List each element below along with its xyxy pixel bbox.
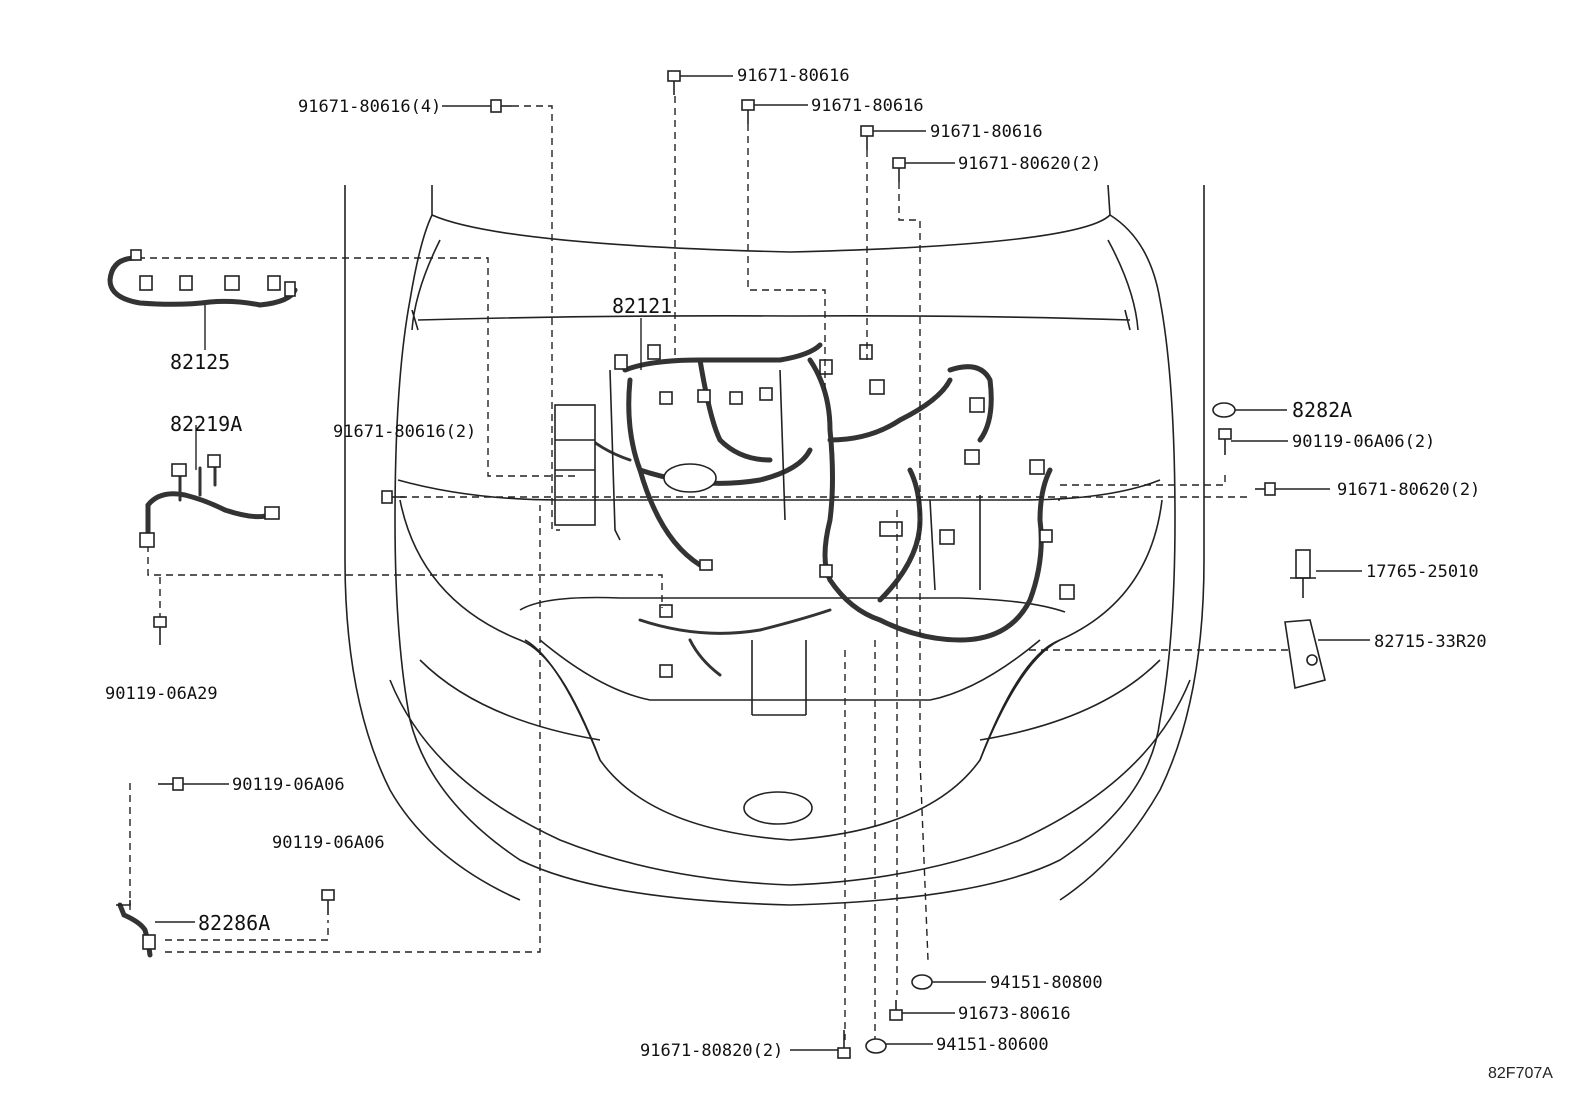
sub-harness-82125 (107, 249, 298, 350)
callout-90119-06A06-2: 90119-06A06(2) (1292, 432, 1435, 452)
callout-leaders (183, 75, 1370, 1051)
callout-82125: 82125 (170, 350, 230, 374)
callout-91671-80620-2-right: 91671-80620(2) (1337, 480, 1480, 500)
callout-91671-80616-top: 91671-80616 (737, 66, 850, 86)
bolt-icon (490, 99, 512, 113)
callout-82121: 82121 (612, 294, 672, 318)
bracket-icon (1284, 619, 1326, 690)
vehicle-body-outline (344, 184, 1205, 906)
bolt-icon (837, 1030, 851, 1059)
callout-91673-80616: 91673-80616 (958, 1004, 1071, 1024)
callout-91671-80616-2: 91671-80616(2) (333, 422, 476, 442)
callout-91671-80820-2: 91671-80820(2) (640, 1041, 783, 1061)
bolt-icon (1218, 428, 1232, 455)
callout-90119-06A06-lower: 90119-06A06 (272, 833, 385, 853)
engine-room-main-harness (554, 342, 1075, 678)
callout-82286A: 82286A (198, 911, 270, 935)
callout-91671-80616-4: 91671-80616(4) (298, 97, 441, 117)
callout-82715-33R20: 82715-33R20 (1374, 632, 1487, 652)
callout-labels: 91671-80616 91671-80616 91671-80616 9167… (105, 66, 1553, 1082)
callout-90119-06A06-upper: 90119-06A06 (232, 775, 345, 795)
bolt-icon (892, 157, 906, 182)
bolt-icon (889, 1000, 903, 1021)
callout-82219A: 82219A (170, 412, 242, 436)
callout-8282A: 8282A (1292, 398, 1352, 422)
callout-91671-80616-third: 91671-80616 (930, 122, 1043, 142)
callout-91671-80620-2-top: 91671-80620(2) (958, 154, 1101, 174)
bolt-icon (860, 125, 874, 150)
bolt-icon (153, 616, 167, 645)
callout-91671-80616-second: 91671-80616 (811, 96, 924, 116)
callout-94151-80800: 94151-80800 (990, 973, 1103, 993)
diagram-code: 82F707A (1488, 1065, 1553, 1082)
fasteners (153, 70, 1326, 1059)
callout-17765-25010: 17765-25010 (1366, 562, 1479, 582)
nut-icon (911, 974, 933, 990)
callout-90119-06A29: 90119-06A29 (105, 684, 218, 704)
nut-icon (1212, 402, 1236, 418)
bolt-icon (667, 70, 681, 95)
nut-icon (865, 1038, 887, 1054)
clip-icon (1290, 549, 1316, 598)
callout-94151-80600: 94151-80600 (936, 1035, 1049, 1055)
sub-harness-82286A (116, 900, 195, 958)
bolt-icon (1255, 482, 1276, 496)
sub-harness-82219A (139, 425, 280, 548)
bolt-icon (381, 490, 405, 504)
bolt-icon (321, 889, 335, 915)
bolt-icon (158, 777, 184, 791)
bolt-icon (741, 99, 755, 124)
fastener-leader-lines (129, 96, 1300, 1040)
